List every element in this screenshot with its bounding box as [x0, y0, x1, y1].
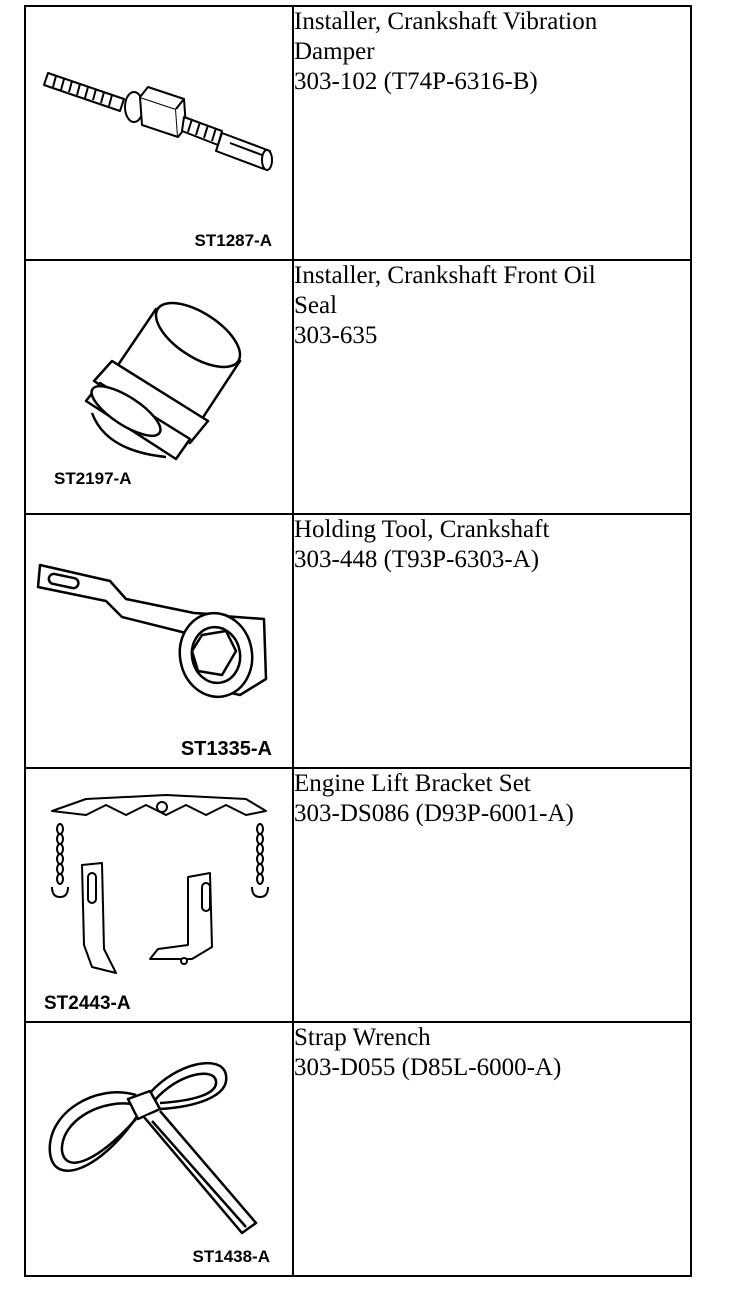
- tool-image-cell: ST1438-A: [24, 1021, 294, 1277]
- front-oil-seal-installer-illustration: [84, 301, 242, 461]
- tool-image-cell: ST2197-A: [24, 259, 294, 515]
- tool-name-line: Engine Lift Bracket Set: [294, 770, 531, 797]
- tool-part-number: 303-102 (T74P-6316-B): [294, 68, 538, 95]
- tool-description: Installer, Crankshaft Front Oil Seal 303…: [292, 259, 692, 515]
- tool-image-cell: ST1287-A: [24, 5, 294, 261]
- figure-label: ST1287-A: [194, 231, 272, 250]
- tool-image-cell: ST1335-A: [24, 513, 294, 769]
- crankshaft-holding-tool-illustration: [36, 563, 268, 699]
- vibration-damper-installer-illustration: [43, 72, 273, 171]
- tool-description: Strap Wrench 303-D055 (D85L-6000-A): [292, 1021, 692, 1277]
- tool-name-line: Installer, Crankshaft Vibration: [294, 8, 598, 35]
- tool-row: ST1438-A Strap Wrench 303-D055 (D85L-600…: [24, 1021, 692, 1277]
- tool-row: ST1335-A Holding Tool, Crankshaft 303-44…: [24, 513, 692, 769]
- tool-part-number: 303-635: [294, 322, 378, 349]
- tool-name-line: Strap Wrench: [294, 1024, 431, 1051]
- tool-part-number: 303-DS086 (D93P-6001-A): [294, 800, 574, 827]
- figure-label: ST2443-A: [44, 993, 131, 1014]
- special-tools-table: ST1287-A Installer, Crankshaft Vibration…: [24, 5, 692, 1277]
- tool-row: ST2197-A Installer, Crankshaft Front Oil…: [24, 259, 692, 515]
- tool-row: ST1287-A Installer, Crankshaft Vibration…: [24, 5, 692, 261]
- figure-label: ST1438-A: [192, 1247, 270, 1266]
- figure-label: ST2197-A: [54, 469, 132, 488]
- tool-name-line: Holding Tool, Crankshaft: [294, 516, 550, 543]
- tool-name-line: Damper: [294, 38, 375, 65]
- tool-part-number: 303-448 (T93P-6303-A): [294, 546, 540, 573]
- figure-label: ST1335-A: [180, 738, 272, 760]
- tool-name-line: Seal: [294, 292, 338, 319]
- strap-wrench-illustration: [48, 1061, 258, 1235]
- tool-description: Holding Tool, Crankshaft 303-448 (T93P-6…: [292, 513, 692, 769]
- tool-description: Engine Lift Bracket Set 303-DS086 (D93P-…: [292, 767, 692, 1023]
- tool-description: Installer, Crankshaft Vibration Damper 3…: [292, 5, 692, 261]
- tool-part-number: 303-D055 (D85L-6000-A): [294, 1054, 562, 1081]
- engine-lift-bracket-set-illustration: [51, 794, 269, 974]
- tool-name-line: Installer, Crankshaft Front Oil: [294, 262, 596, 289]
- tool-image-cell: ST2443-A: [24, 767, 294, 1023]
- tool-row: ST2443-A Engine Lift Bracket Set 303-DS0…: [24, 767, 692, 1023]
